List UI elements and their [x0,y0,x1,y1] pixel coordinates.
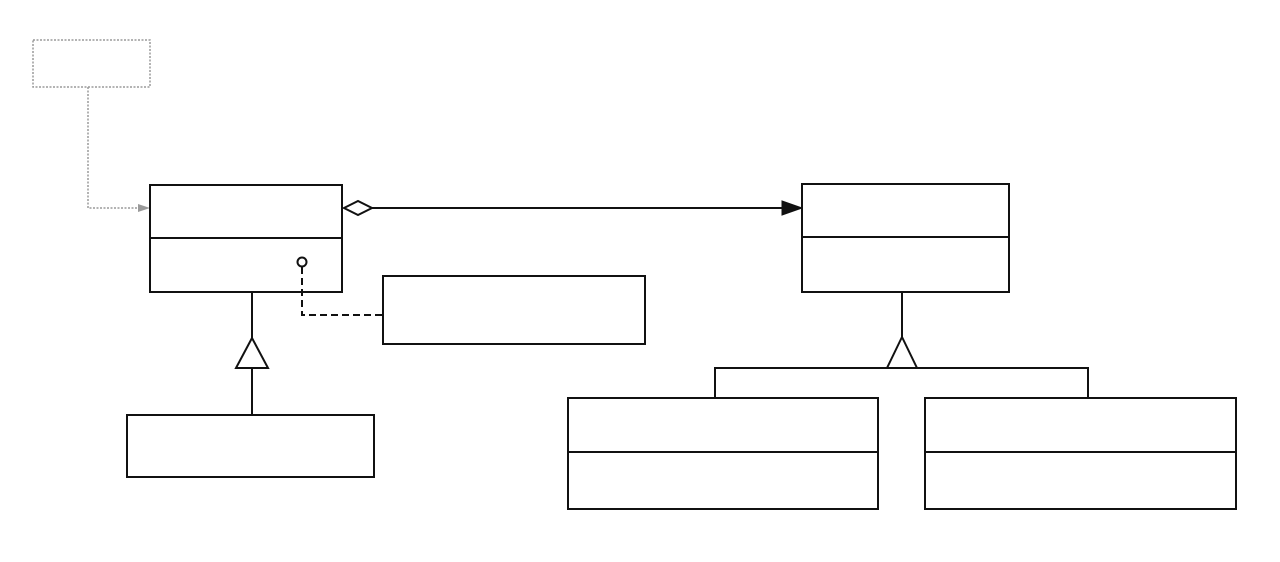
main-subclass-box [126,414,375,478]
subclass-generalization [234,292,270,415]
client-dependency-arrow [87,87,150,212]
client-dependency-line [87,87,140,209]
concrete-class-b-box [924,397,1237,510]
main-subclass-rect [126,414,375,478]
client-note-rect [32,39,151,88]
aggregation-association [341,199,804,217]
concrete-branch-line [714,367,1089,398]
note-dashed-line [301,267,383,316]
concrete-class-a-box [567,397,879,510]
note-anchor-circle [296,256,308,268]
concrete-triangle [885,334,919,369]
concrete-class-a-rect [567,397,879,510]
note-box [382,275,646,345]
subclass-triangle [234,335,270,369]
concrete-class-b-rect [924,397,1237,510]
note-box-rect [382,275,646,345]
aggregated-class-box [801,183,1010,293]
dependency-arrowhead [138,204,150,212]
navigation-arrowhead [781,200,804,216]
note-attachment-link [296,256,383,316]
aggregation-diamond [341,199,375,217]
concrete-generalization [714,292,1089,398]
client-note-box [32,39,151,88]
main-class-box [149,184,343,293]
